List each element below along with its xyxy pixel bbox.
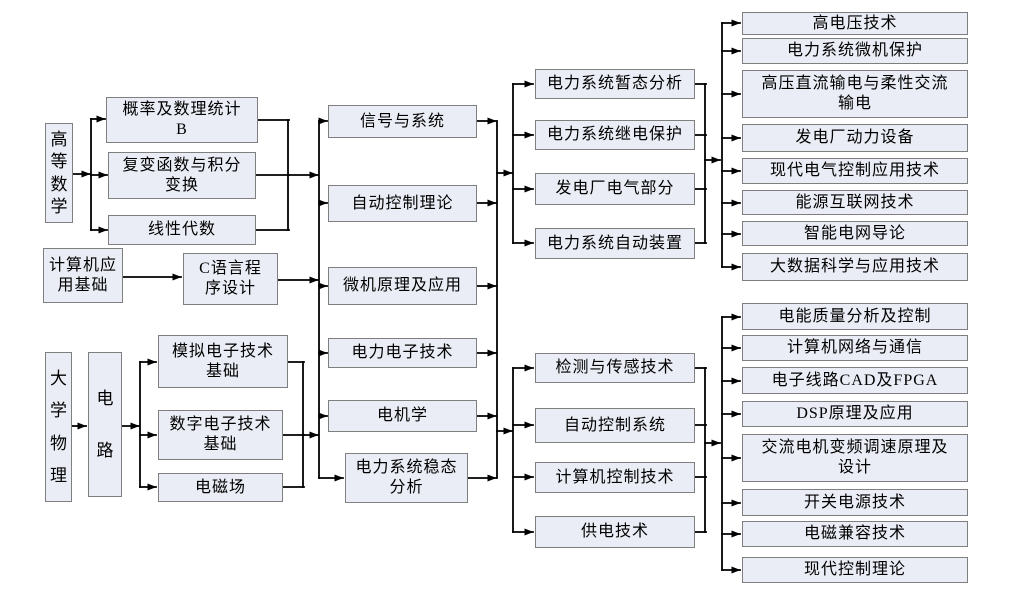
node-microcomputer-principles: 微机原理及应用 xyxy=(328,267,477,305)
node-label-char: 等 xyxy=(50,152,68,172)
node-auto-control-systems: 自动控制系统 xyxy=(535,408,695,443)
node-computer-networks: 计算机网络与通信 xyxy=(742,335,968,361)
node-power-electronics: 电力电子技术 xyxy=(328,338,477,368)
node-switching-power-tech: 开关电源技术 xyxy=(742,489,968,516)
node-digital-electronics: 数字电子技术 基础 xyxy=(158,410,283,460)
node-power-quality: 电能质量分析及控制 xyxy=(742,303,968,330)
node-detection-sensing: 检测与传感技术 xyxy=(535,353,695,383)
node-energy-internet: 能源互联网技术 xyxy=(742,190,968,215)
node-probability-statistics: 概率及数理统计 B xyxy=(106,97,258,143)
node-circuits: 电路 xyxy=(88,352,122,497)
node-label-char: 大 xyxy=(50,369,67,389)
node-power-transient: 电力系统暂态分析 xyxy=(535,69,695,99)
node-power-plant-electrical: 发电厂电气部分 xyxy=(535,173,695,205)
node-college-physics: 大学物理 xyxy=(45,352,72,502)
node-modern-electrical-control: 现代电气控制应用技术 xyxy=(742,158,968,184)
node-linear-algebra: 线性代数 xyxy=(108,215,256,245)
node-analog-electronics: 模拟电子技术 基础 xyxy=(158,335,288,388)
node-label-char: 学 xyxy=(50,401,67,421)
node-high-voltage-tech: 高电压技术 xyxy=(742,12,968,35)
node-power-supply-tech: 供电技术 xyxy=(535,516,695,548)
node-ac-motor-vfd: 交流电机变频调速原理及 设计 xyxy=(742,434,968,482)
node-micro-protection: 电力系统微机保护 xyxy=(742,38,968,64)
node-smart-grid-intro: 智能电网导论 xyxy=(742,221,968,246)
node-modern-control-theory: 现代控制理论 xyxy=(742,557,968,583)
node-electromagnetic-field: 电磁场 xyxy=(158,473,283,502)
node-hvdc-facts: 高压直流输电与柔性交流 输电 xyxy=(742,70,968,118)
node-electric-machinery: 电机学 xyxy=(328,400,477,432)
node-label-char: 学 xyxy=(50,196,68,216)
node-power-auto-devices: 电力系统自动装置 xyxy=(535,228,695,259)
node-label-char: 理 xyxy=(50,465,67,485)
node-complex-functions: 复变函数与积分 变换 xyxy=(108,152,256,199)
node-label-char: 路 xyxy=(96,441,114,460)
node-power-relay-protection: 电力系统继电保护 xyxy=(535,120,695,150)
node-label-char: 数 xyxy=(50,174,68,194)
node-power-steady-state: 电力系统稳态 分析 xyxy=(345,453,468,503)
node-signals-and-systems: 信号与系统 xyxy=(328,105,477,138)
node-label-char: 物 xyxy=(50,433,67,453)
node-higher-math: 高等数学 xyxy=(45,123,73,223)
node-auto-control-theory: 自动控制理论 xyxy=(328,185,477,222)
node-big-data-science: 大数据科学与应用技术 xyxy=(742,253,968,281)
node-label-char: 电 xyxy=(96,389,114,408)
node-emc-tech: 电磁兼容技术 xyxy=(742,521,968,547)
node-cad-fpga: 电子线路CAD及FPGA xyxy=(742,367,968,394)
node-plant-power-equipment: 发电厂动力设备 xyxy=(742,124,968,152)
node-computer-control: 计算机控制技术 xyxy=(535,462,695,493)
node-dsp-principles: DSP原理及应用 xyxy=(742,401,968,427)
node-computer-app-basics: 计算机应 用基础 xyxy=(43,248,123,303)
node-c-language: C语言程 序设计 xyxy=(183,253,278,305)
node-label-char: 高 xyxy=(50,130,68,150)
